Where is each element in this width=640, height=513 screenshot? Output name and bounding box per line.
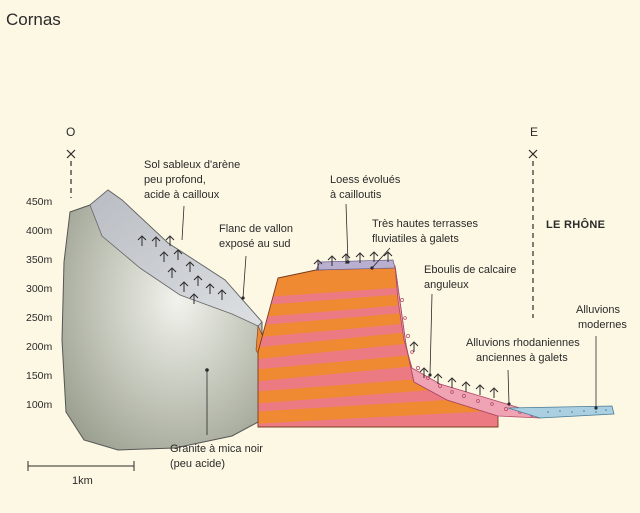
annotation-valley-flank: Flanc de vallon exposé au sud [219, 223, 296, 250]
vine-icons-scree [409, 341, 499, 398]
altitude-tick: 100m [26, 399, 53, 411]
altitude-tick: 250m [26, 312, 53, 324]
altitude-tick: 300m [26, 283, 53, 295]
west-direction-label: O [66, 125, 75, 139]
annotation-loess: Loess évolués à cailloutis [330, 174, 403, 201]
annotation-high-terraces: Très hautes terrasses fluviatiles à gale… [372, 218, 481, 245]
scale-bar-label: 1km [72, 475, 93, 487]
vine-icons-terrace [313, 251, 393, 270]
altitude-tick: 150m [26, 370, 53, 382]
annotation-granite: Granite à mica noir (peu acide) [170, 443, 266, 470]
terrace-strata [258, 266, 498, 427]
scale-bar [27, 461, 135, 471]
annotation-old-alluvium: Alluvions rhodaniennes anciennes à galet… [466, 337, 583, 364]
modern-alluvium [507, 405, 615, 419]
page-title: Cornas [6, 10, 61, 29]
altitude-tick: 350m [26, 254, 53, 266]
vine-icons-granite [137, 235, 227, 304]
east-direction-label: E [530, 125, 538, 139]
sandy-soil-layer [89, 189, 263, 327]
altitude-tick: 400m [26, 225, 53, 237]
loess-cap [315, 259, 396, 271]
altitude-tick: 200m [26, 341, 53, 353]
annotation-limestone-scree: Eboulis de calcaire anguleux [424, 264, 519, 291]
leader-lines [181, 203, 598, 435]
annotation-modern-alluvium: Alluvions modernes [576, 304, 627, 331]
altitude-axis: 450m 400m 350m 300m 250m 200m 150m 100m [26, 196, 53, 411]
west-marker-icon [66, 149, 76, 198]
east-marker-icon [528, 149, 538, 318]
rhone-label: LE RHÔNE [546, 218, 605, 231]
alluvium-dots [547, 409, 607, 413]
annotation-sandy-soil: Sol sableux d'arène peu profond, acide à… [144, 159, 243, 201]
altitude-tick: 450m [26, 196, 53, 208]
